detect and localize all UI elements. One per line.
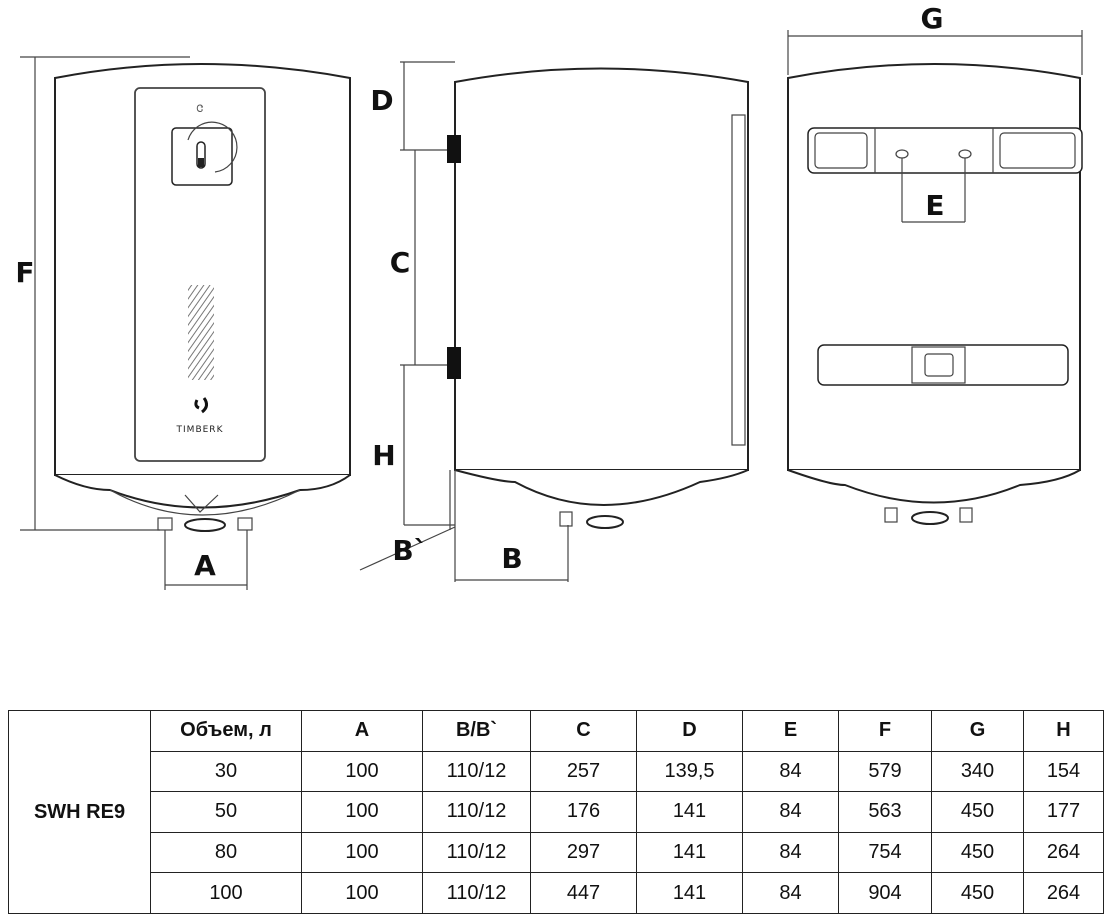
cell: 100 — [301, 831, 423, 874]
cell: 447 — [530, 872, 637, 914]
cell: 84 — [742, 831, 839, 874]
cell: 754 — [838, 831, 932, 874]
cell: 340 — [931, 750, 1024, 793]
cell: 30 — [150, 750, 302, 793]
cell: 110/12 — [422, 750, 531, 793]
header-c: C — [530, 710, 637, 752]
dimension-label-f: F — [15, 256, 34, 289]
model-name: SWH RE9 — [8, 710, 151, 914]
table-header-row: SWH RE9 Объем, л A B/B` C D E F G H — [8, 710, 1104, 914]
front-panel — [134, 87, 266, 462]
header-b: B/B` — [422, 710, 531, 752]
cell: 579 — [838, 750, 932, 793]
header-volume: Объем, л — [150, 710, 302, 752]
cell: 141 — [636, 872, 743, 914]
cell: 904 — [838, 872, 932, 914]
brand-logo: TIMBERK — [176, 425, 224, 435]
header-g: G — [931, 710, 1024, 752]
header-a: A — [301, 710, 423, 752]
cell: 563 — [838, 791, 932, 833]
cell: 110/12 — [422, 872, 531, 914]
cell: 110/12 — [422, 831, 531, 874]
cell: 100 — [301, 750, 423, 793]
cell: 264 — [1023, 831, 1104, 874]
decorative-stripe — [188, 285, 214, 380]
cell: 450 — [931, 872, 1024, 914]
header-d: D — [636, 710, 743, 752]
back-view — [787, 63, 1083, 525]
header-e: E — [742, 710, 839, 752]
cell: 297 — [530, 831, 637, 874]
dimension-label-e: E — [925, 189, 944, 222]
cell: 450 — [931, 791, 1024, 833]
dimension-label-h: H — [372, 439, 395, 472]
cell: 50 — [150, 791, 302, 833]
dimension-label-b: B — [501, 542, 522, 575]
cell: 139,5 — [636, 750, 743, 793]
dimension-label-b-prime: B` — [392, 534, 427, 567]
cell: 100 — [301, 791, 423, 833]
cell: 84 — [742, 872, 839, 914]
cell: 100 — [150, 872, 302, 914]
water-heater-dimension-drawing: Ꮳ TIMBERK F A D C H — [15, 2, 1083, 590]
dimension-label-c: C — [390, 246, 411, 279]
cell: 264 — [1023, 872, 1104, 914]
cell: 450 — [931, 831, 1024, 874]
dimension-label-a: A — [194, 549, 216, 582]
cell: 84 — [742, 791, 839, 833]
header-h: H — [1023, 710, 1104, 752]
dimension-label-g: G — [921, 2, 944, 35]
cell: 80 — [150, 831, 302, 874]
svg-text:Ꮳ: Ꮳ — [197, 104, 204, 115]
cell: 100 — [301, 872, 423, 914]
side-view — [447, 67, 749, 529]
cell: 176 — [530, 791, 637, 833]
cell: 154 — [1023, 750, 1104, 793]
cell: 141 — [636, 791, 743, 833]
front-view: Ꮳ TIMBERK — [54, 63, 351, 532]
cell: 141 — [636, 831, 743, 874]
cell: 257 — [530, 750, 637, 793]
cell: 110/12 — [422, 791, 531, 833]
dimension-label-d: D — [370, 84, 393, 117]
cell: 177 — [1023, 791, 1104, 833]
header-f: F — [838, 710, 932, 752]
cell: 84 — [742, 750, 839, 793]
